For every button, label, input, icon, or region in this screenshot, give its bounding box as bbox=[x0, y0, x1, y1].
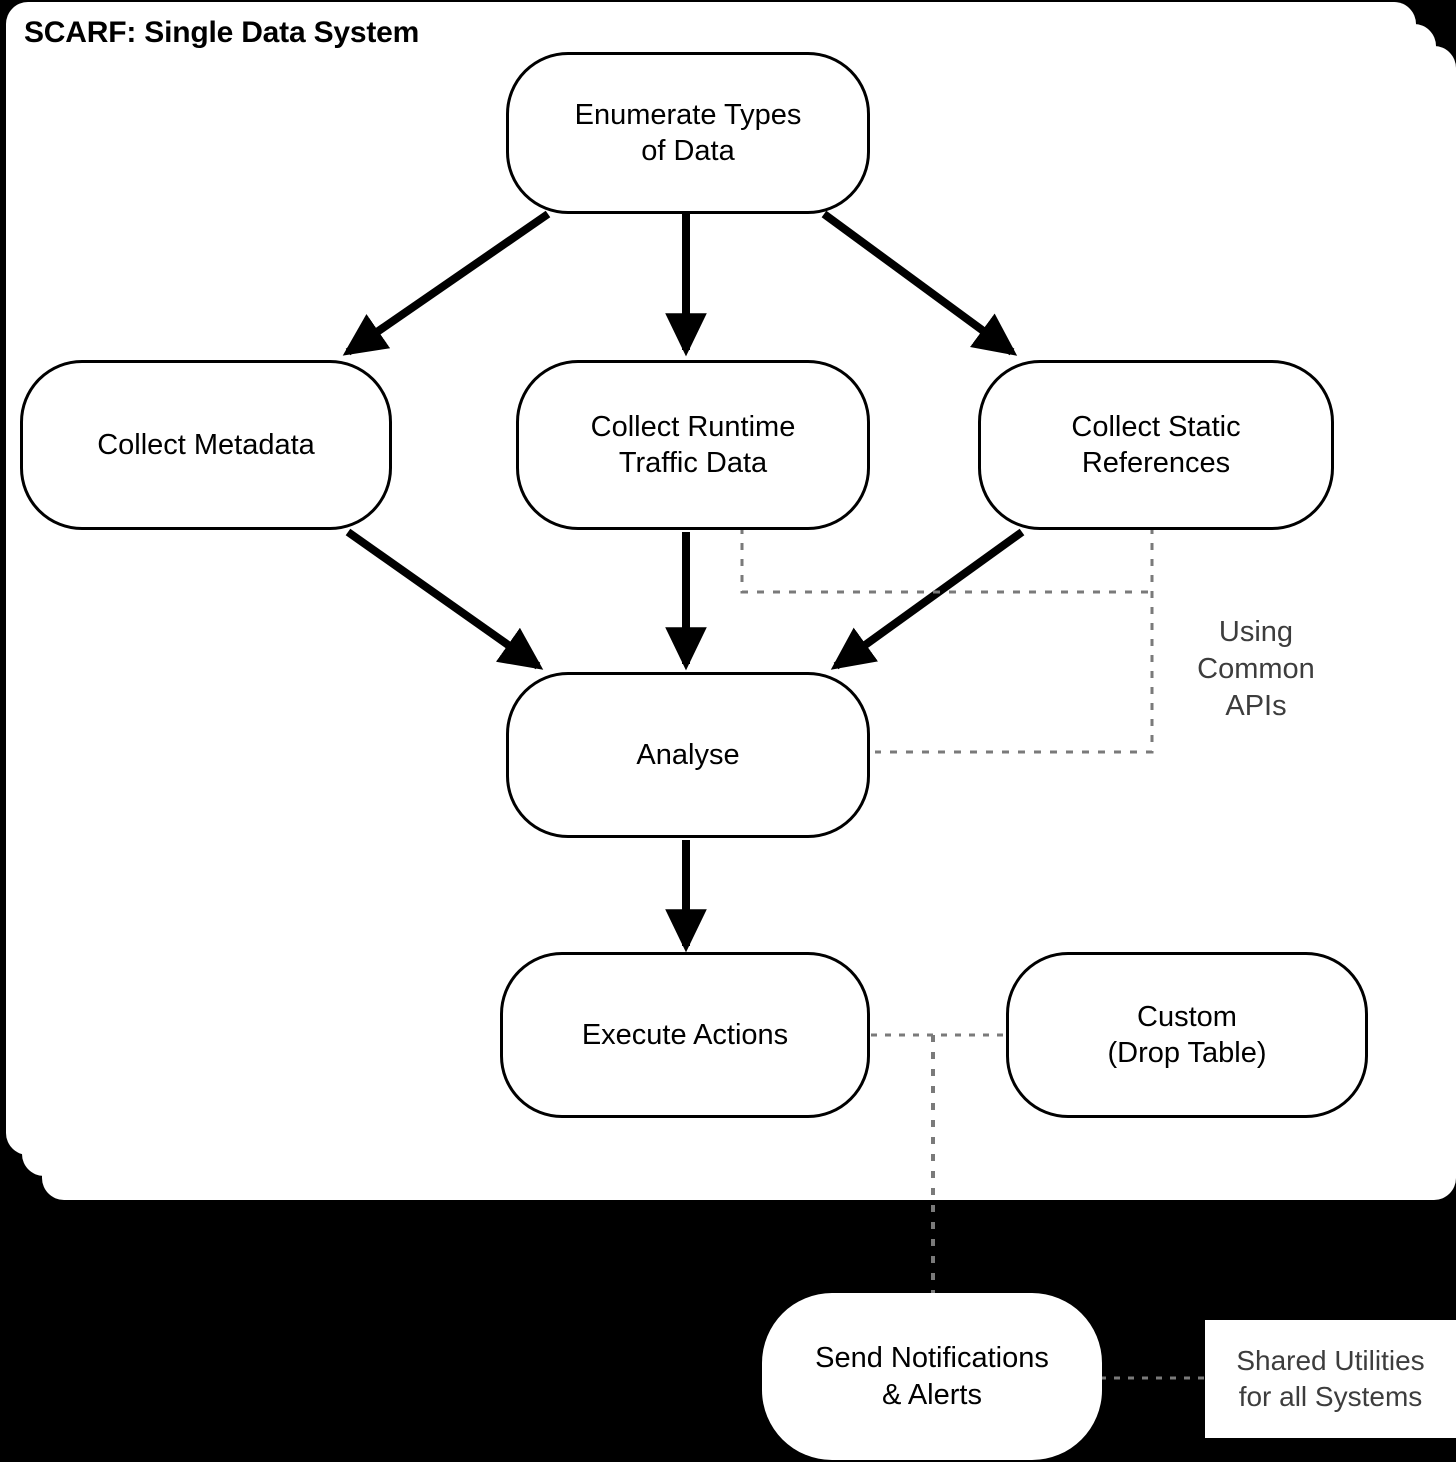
page-title: SCARF: Single Data System bbox=[24, 16, 420, 49]
node-enumerate-types-of-data[interactable]: Enumerate Types of Data bbox=[506, 52, 870, 214]
node-send-notifications-and-alerts[interactable]: Send Notifications & Alerts bbox=[762, 1293, 1102, 1460]
label-using-common-apis: Using Common APIs bbox=[1197, 616, 1315, 723]
node-analyse[interactable]: Analyse bbox=[506, 672, 870, 838]
node-collect-metadata[interactable]: Collect Metadata bbox=[20, 360, 392, 530]
node-collect-static-references[interactable]: Collect Static References bbox=[978, 360, 1334, 530]
node-custom-drop-table[interactable]: Custom (Drop Table) bbox=[1006, 952, 1368, 1118]
node-collect-runtime-traffic-data[interactable]: Collect Runtime Traffic Data bbox=[516, 360, 870, 530]
label-shared-utilities-for-all-systems: Shared Utilities for all Systems bbox=[1205, 1320, 1456, 1438]
node-execute-actions[interactable]: Execute Actions bbox=[500, 952, 870, 1118]
